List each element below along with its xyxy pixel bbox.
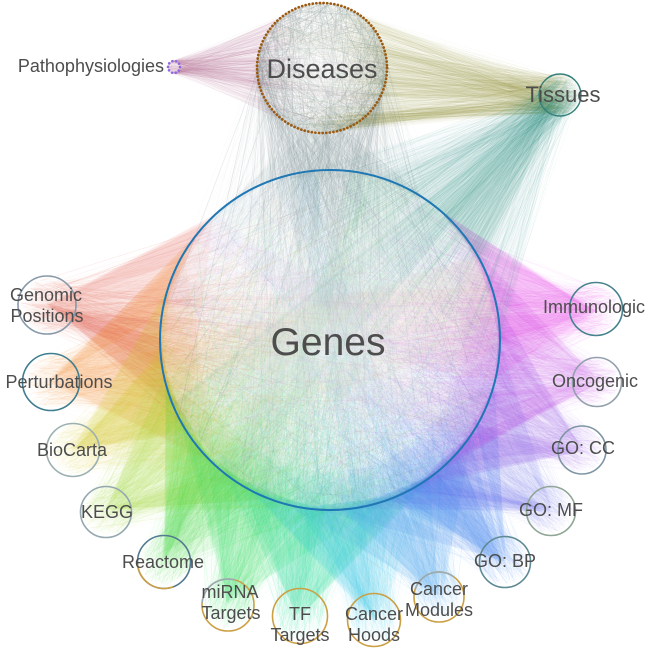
svg-text:Genes: Genes — [271, 321, 386, 364]
svg-text:Pathophysiologies: Pathophysiologies — [18, 56, 164, 76]
svg-text:Cancer: Cancer — [345, 604, 403, 624]
svg-text:KEGG: KEGG — [81, 502, 133, 522]
svg-text:Diseases: Diseases — [266, 54, 377, 84]
svg-text:Hoods: Hoods — [348, 625, 400, 645]
svg-text:BioCarta: BioCarta — [37, 440, 108, 460]
svg-text:Modules: Modules — [405, 600, 473, 620]
svg-text:GO: CC: GO: CC — [551, 438, 615, 458]
svg-text:Targets: Targets — [270, 625, 329, 645]
svg-text:Oncogenic: Oncogenic — [552, 371, 638, 391]
svg-text:Tissues: Tissues — [526, 82, 601, 107]
svg-text:Genomic: Genomic — [10, 285, 82, 305]
svg-text:miRNA: miRNA — [202, 582, 259, 602]
svg-text:Perturbations: Perturbations — [5, 372, 112, 392]
svg-text:TF: TF — [289, 604, 311, 624]
svg-text:Immunologic: Immunologic — [543, 297, 645, 317]
svg-text:Positions: Positions — [10, 306, 83, 326]
svg-text:GO: BP: GO: BP — [474, 551, 536, 571]
svg-text:Targets: Targets — [201, 603, 260, 623]
svg-text:GO: MF: GO: MF — [519, 500, 583, 520]
svg-text:Reactome: Reactome — [122, 552, 204, 572]
svg-text:Cancer: Cancer — [410, 579, 468, 599]
